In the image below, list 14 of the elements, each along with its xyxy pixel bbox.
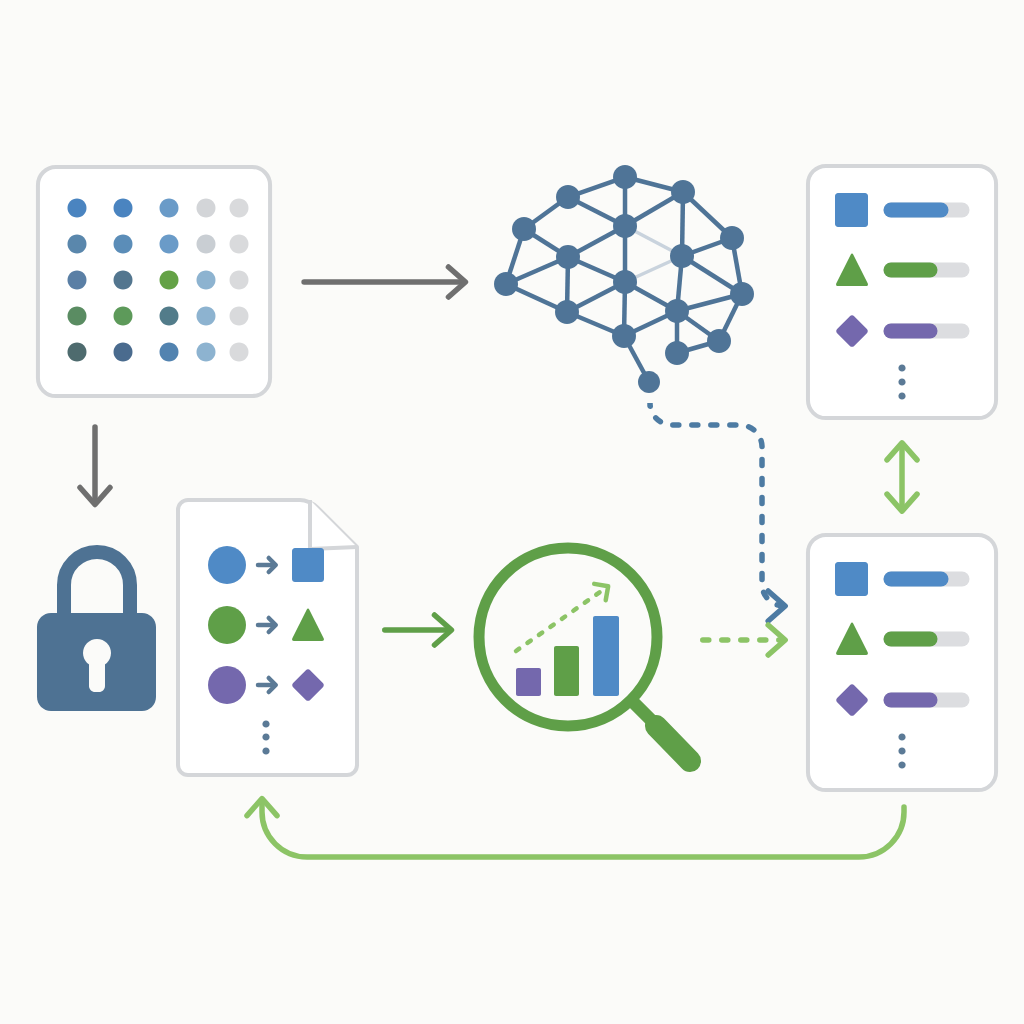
ranked-list-card: [805, 532, 999, 793]
mapping-document: [176, 498, 359, 777]
arrow: [301, 264, 469, 300]
ranked-list-card: [805, 163, 999, 421]
dashed-arrow: [647, 400, 788, 624]
arrow: [77, 424, 113, 508]
dashed-arrow: [700, 622, 788, 658]
arrow: [382, 612, 455, 648]
padlock-icon: [37, 545, 156, 711]
neural-network-icon: [494, 165, 754, 393]
dot-grid-card: [35, 164, 273, 399]
magnifier-chart-icon: [473, 542, 701, 772]
double-arrow: [884, 440, 920, 514]
arrow: [244, 795, 907, 860]
